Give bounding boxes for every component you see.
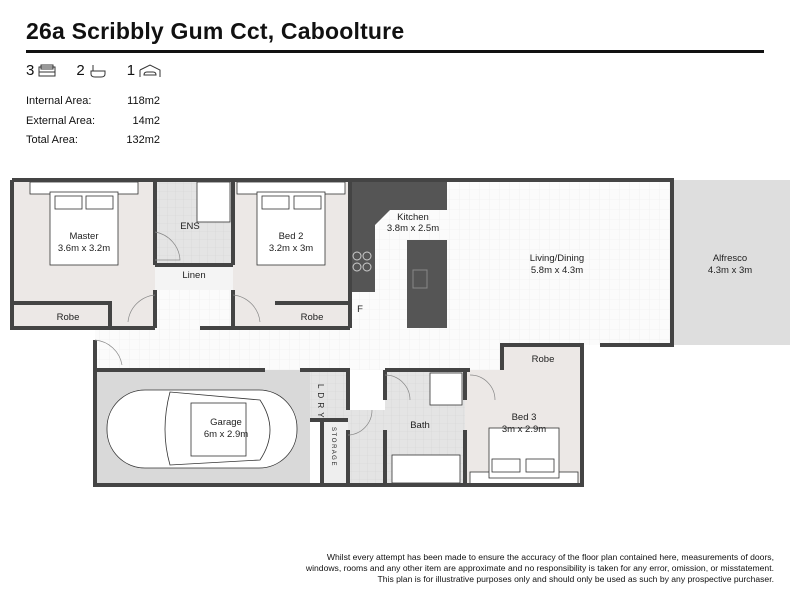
room-label-bath: Bath [410, 420, 430, 431]
room-label-robe: Robe [532, 354, 555, 365]
garage-icon [139, 63, 161, 77]
bed-icon [38, 64, 56, 76]
garage-count: 1 [127, 62, 161, 79]
robe3-floor [502, 345, 582, 370]
walls [10, 178, 674, 487]
car-icon [106, 389, 298, 469]
cooktop-icon [352, 251, 372, 272]
room-label-bed2: Bed 2 [279, 231, 304, 242]
room-size-master: 3.6m x 3.2m [58, 243, 110, 254]
garage-count-value: 1 [126, 62, 136, 79]
door-swings [94, 231, 496, 436]
room-label-garage: Garage [210, 417, 242, 428]
fridge-label: F [357, 304, 363, 315]
laundry-floor [310, 370, 348, 420]
area-label: Total Area: [26, 134, 78, 146]
title-divider [26, 50, 764, 53]
room-size-bed2: 3.2m x 3m [269, 243, 313, 254]
external-area-row: External Area: 14m2 [26, 112, 160, 132]
room-label-master: Master [69, 231, 98, 242]
bath-icon [90, 64, 106, 77]
feature-counts: 3 2 1 [26, 62, 161, 79]
bathroom-count-value: 2 [76, 62, 85, 79]
internal-area-row: Internal Area: 118m2 [26, 92, 160, 112]
room-label-robe: Robe [301, 312, 324, 323]
bathroom-count: 2 [76, 62, 106, 79]
room-label-robe: Robe [57, 312, 80, 323]
area-label: External Area: [26, 114, 96, 127]
disclaimer-line: windows, rooms and any other item are ap… [305, 563, 774, 573]
wc-floor [348, 410, 385, 485]
room-label-storage: S T O R A G E [330, 427, 336, 465]
linen-floor [155, 265, 233, 290]
area-value: 14m2 [132, 114, 160, 127]
disclaimer: Whilst every attempt has been made to en… [254, 552, 774, 585]
total-area-row: Total Area: 132m2 [26, 131, 160, 151]
room-label-bed3: Bed 3 [512, 412, 537, 423]
disclaimer-line: Whilst every attempt has been made to en… [326, 552, 774, 562]
beds [29, 181, 579, 485]
area-summary: Internal Area: 118m2 External Area: 14m2 T… [26, 92, 160, 151]
area-value: 132m2 [126, 134, 160, 146]
disclaimer-line: This plan is for illustrative purposes o… [377, 574, 775, 584]
storage-floor [322, 420, 348, 485]
bedroom-count: 3 [26, 62, 56, 79]
room-label-alfresco: Alfresco [713, 253, 747, 264]
room-label-linen: Linen [182, 270, 205, 281]
area-value: 118m2 [127, 95, 160, 107]
alfresco-area [672, 180, 790, 345]
property-title: 26a Scribbly Gum Cct, Caboolture [26, 18, 405, 44]
room-size-bed3: 3m x 2.9m [502, 424, 546, 435]
room-size-kitchen: 3.8m x 2.5m [387, 223, 439, 234]
room-label-ldry: L D R Y [316, 384, 325, 419]
room-label-ens: ENS [180, 221, 200, 232]
area-label: Internal Area: [26, 95, 92, 107]
kitchen-counter [350, 180, 447, 292]
room-label-kitchen: Kitchen [397, 212, 429, 223]
room-size-garage: 6m x 2.9m [204, 429, 248, 440]
hall-nook-floor [155, 290, 233, 328]
sink-icon [412, 269, 428, 289]
room-size-alfresco: 4.3m x 3m [708, 265, 752, 276]
room-label-living: Living/Dining [530, 253, 584, 264]
room-size-living: 5.8m x 4.3m [531, 265, 583, 276]
bedroom-count-value: 3 [26, 62, 35, 79]
